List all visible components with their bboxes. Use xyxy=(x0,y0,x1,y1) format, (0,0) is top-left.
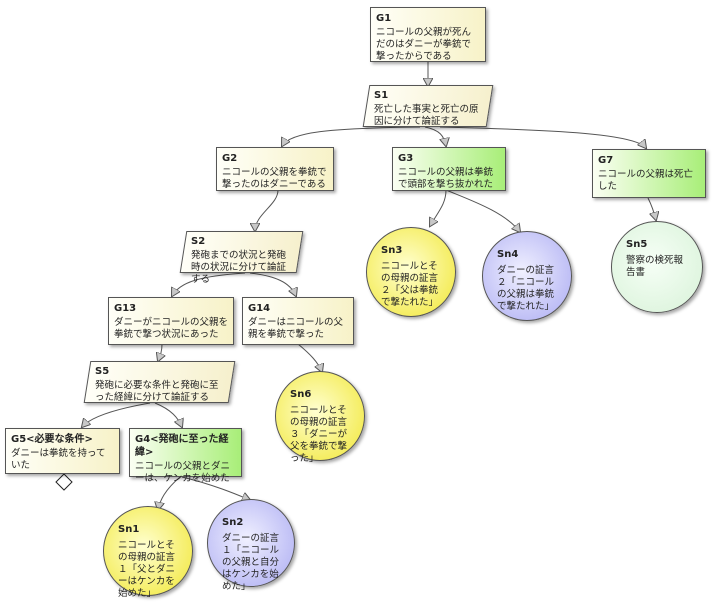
solution-sn2-id: Sn2 xyxy=(222,517,244,528)
solution-sn4[interactable]: Sn4 ダニーの証言２「ニコールの父親は拳銃で撃たれた」 xyxy=(482,231,572,321)
link-g2-s2 xyxy=(255,189,279,231)
solution-sn1[interactable]: Sn1 ニコールとその母親の証言１「父とダニーはケンカを始めた」 xyxy=(103,506,193,599)
solution-sn5-id: Sn5 xyxy=(626,239,648,250)
goal-g4-text: ニコールの父親とダニーは、ケンカを始めた xyxy=(135,461,231,484)
solution-sn6-text: ニコールとその母親の証言３「ダニーが父を拳銃で撃った」 xyxy=(290,405,348,464)
link-g4-sn2 xyxy=(181,476,250,500)
goal-g2-text: ニコールの父親を拳銃で撃ったのはダニーである xyxy=(222,167,327,190)
strategy-s2-text: 発砲までの状況と発砲時の状況に分けて論証する xyxy=(191,250,287,285)
link-g13-s5 xyxy=(158,343,162,361)
goal-g7-text: ニコールの父親は死亡した xyxy=(598,169,694,192)
goal-g14[interactable]: G14 ダニーはニコールの父親を拳銃で撃った xyxy=(242,297,354,345)
solution-sn1-text: ニコールとその母親の証言１「父とダニーはケンカを始めた」 xyxy=(118,540,176,599)
solution-sn6[interactable]: Sn6 ニコールとその母親の証言３「ダニーが父を拳銃で撃った」 xyxy=(275,371,365,464)
strategy-s5-id: S5 xyxy=(95,366,110,377)
link-s1-g3 xyxy=(424,126,446,146)
link-g3-sn4 xyxy=(445,189,520,232)
goal-g14-text: ダニーはニコールの父親を拳銃で撃った xyxy=(248,317,344,340)
link-g3-sn3 xyxy=(430,189,447,226)
goal-g3-text: ニコールの父親は拳銃で頭部を撃ち抜かれた xyxy=(398,167,494,190)
solution-sn6-id: Sn6 xyxy=(290,389,312,400)
goal-g1[interactable]: G1 ニコールの父親が死んだのはダニーが拳銃で撃ったからである xyxy=(370,7,486,62)
goal-g4[interactable]: G4<発砲に至った経緯> ニコールの父親とダニーは、ケンカを始めた xyxy=(129,428,242,484)
strategy-s5-text: 発砲に必要な条件と発砲に至った経緯に分けて論証する xyxy=(95,380,219,403)
goal-g2[interactable]: G2 ニコールの父親を拳銃で撃ったのはダニーである xyxy=(216,147,334,191)
goal-g3[interactable]: G3 ニコールの父親は拳銃で頭部を撃ち抜かれた xyxy=(392,147,506,191)
link-s2-g13 xyxy=(172,272,246,296)
solution-sn3[interactable]: Sn3 ニコールとその母親の証言２「父は拳銃で撃たれた」 xyxy=(366,227,456,317)
solution-sn4-id: Sn4 xyxy=(497,249,519,260)
link-s5-g4 xyxy=(154,402,182,427)
link-s1-g7 xyxy=(439,126,646,148)
goal-g1-text: ニコールの父親が死んだのはダニーが拳銃で撃ったからである xyxy=(376,27,472,62)
goal-g13[interactable]: G13 ダニーがニコールの父親を拳銃で撃つ状況にあった xyxy=(108,297,234,345)
strategy-s5[interactable]: S5 発砲に必要な条件と発砲に至った経緯に分けて論証する xyxy=(87,361,232,403)
goal-g4-id: G4<発砲に至った経緯> xyxy=(135,434,229,458)
strategy-s1-id: S1 xyxy=(374,90,389,101)
goal-g3-id: G3 xyxy=(398,153,414,164)
solution-sn4-text: ダニーの証言２「ニコールの父親は拳銃で撃たれた」 xyxy=(497,265,555,312)
solution-sn1-id: Sn1 xyxy=(118,524,140,535)
link-g14-sn6 xyxy=(297,343,322,372)
goal-g5[interactable]: G5<必要な条件> ダニーは拳銃を持っていた xyxy=(5,428,120,474)
goal-g7[interactable]: G7 ニコールの父親は死亡した xyxy=(592,149,706,198)
goal-g13-id: G13 xyxy=(114,303,137,314)
link-s2-g14 xyxy=(249,272,296,296)
undeveloped-diamond-icon xyxy=(55,473,73,491)
link-s5-g5 xyxy=(82,402,151,427)
goal-g14-id: G14 xyxy=(248,303,271,314)
solution-sn2-text: ダニーの証言１「ニコールの父親と自分はケンカを始めた」 xyxy=(222,533,280,592)
solution-sn5-text: 警察の検死報告書 xyxy=(626,255,684,278)
link-s1-g2 xyxy=(282,126,421,146)
strategy-s1[interactable]: S1 死亡した事実と死亡の原因に分けて論証する xyxy=(366,85,490,127)
goal-g1-id: G1 xyxy=(376,13,392,24)
goal-g2-id: G2 xyxy=(222,153,238,164)
goal-g7-id: G7 xyxy=(598,155,614,166)
goal-g13-text: ダニーがニコールの父親を拳銃で撃つ状況にあった xyxy=(114,317,229,340)
solution-sn3-id: Sn3 xyxy=(381,245,403,256)
strategy-s2-id: S2 xyxy=(191,236,206,247)
strategy-s1-text: 死亡した事実と死亡の原因に分けて論証する xyxy=(374,104,479,127)
solution-sn2[interactable]: Sn2 ダニーの証言１「ニコールの父親と自分はケンカを始めた」 xyxy=(207,499,295,592)
link-g7-sn5 xyxy=(647,197,656,220)
goal-g5-id: G5<必要な条件> xyxy=(11,434,93,445)
solution-sn3-text: ニコールとその母親の証言２「父は拳銃で撃たれた」 xyxy=(381,261,439,308)
goal-g5-text: ダニーは拳銃を持っていた xyxy=(11,448,106,471)
strategy-s2[interactable]: S2 発砲までの状況と発砲時の状況に分けて論証する xyxy=(183,231,300,285)
solution-sn5[interactable]: Sn5 警察の検死報告書 xyxy=(611,221,703,313)
